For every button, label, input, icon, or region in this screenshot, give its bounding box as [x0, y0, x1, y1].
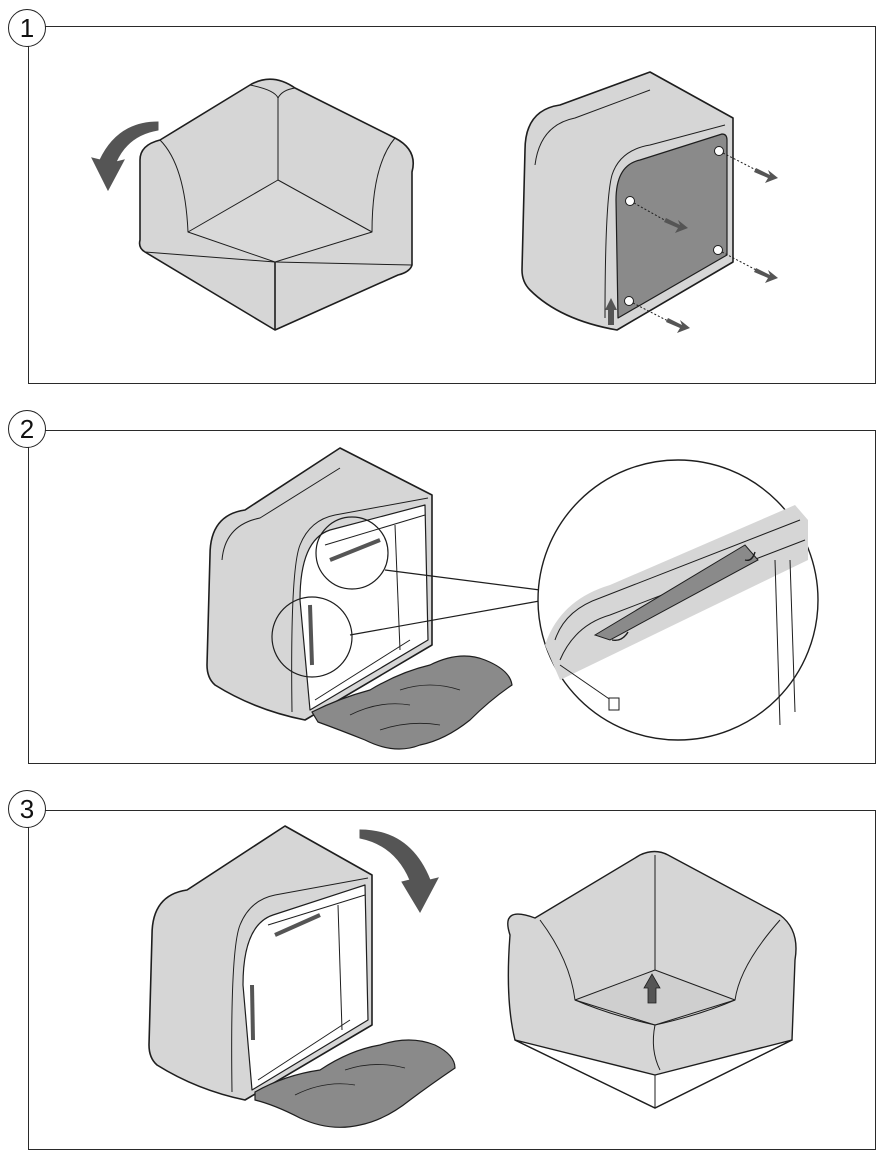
- corner-chair-upright: [140, 79, 414, 330]
- zoom-detail: [538, 460, 818, 740]
- step-3-illustration: [0, 800, 884, 1150]
- step-2-illustration: [0, 400, 884, 770]
- step-1-illustration: [0, 0, 884, 390]
